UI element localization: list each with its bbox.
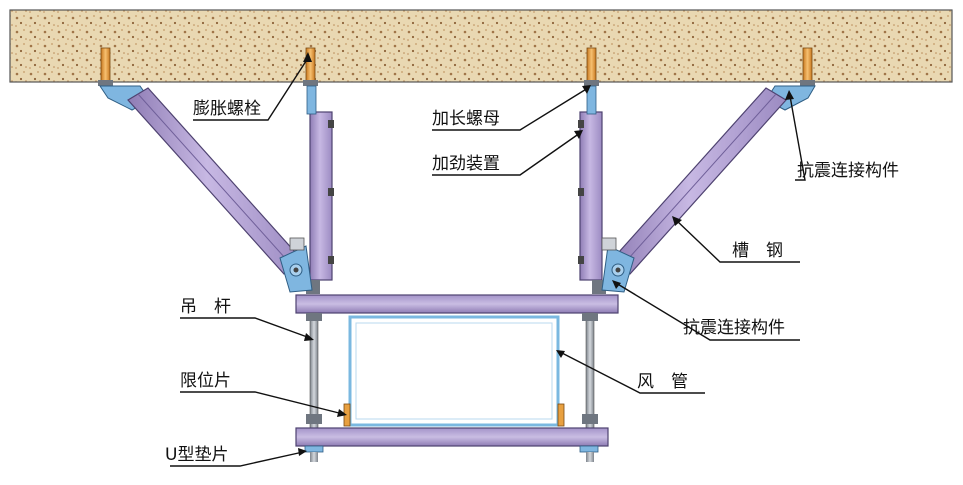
long-nut-right — [586, 85, 597, 115]
lower-crossbeam — [295, 427, 609, 447]
rod-nut — [306, 313, 322, 321]
long-nut-left — [306, 85, 317, 115]
rod-nut — [582, 414, 598, 424]
hanger-rod-left — [309, 312, 319, 432]
label-stiffener: 加劲装置 — [432, 154, 500, 174]
label-hanger-rod: 吊 杆 — [180, 297, 231, 317]
upper-crossbeam — [295, 294, 619, 314]
expansion-bolt-3 — [584, 47, 599, 86]
label-duct: 风 管 — [637, 372, 688, 392]
label-u-washer: U型垫片 — [165, 445, 228, 465]
label-seismic-connector-top: 抗震连接构件 — [797, 161, 899, 181]
rod-end — [310, 452, 318, 462]
diagonal-channel-right — [609, 87, 787, 275]
rod-end — [586, 452, 594, 462]
label-long-nut: 加长螺母 — [432, 109, 500, 129]
limit-plate-right — [557, 403, 565, 427]
vertical-channel-left — [306, 111, 334, 294]
label-expansion-bolt: 膨胀螺栓 — [193, 99, 261, 119]
vertical-channel-right — [578, 111, 606, 294]
rod-nut — [582, 313, 598, 321]
rod-nut — [306, 414, 322, 424]
leader-lines — [170, 52, 806, 467]
expansion-bolt-4 — [800, 47, 815, 86]
lower-connector-right — [601, 237, 635, 293]
expansion-bolt-1 — [98, 47, 113, 86]
label-channel-steel: 槽 钢 — [732, 241, 783, 261]
hanger-rod-right — [585, 312, 595, 432]
air-duct — [348, 315, 560, 427]
u-washer-right — [579, 445, 599, 453]
u-washer-left — [304, 445, 324, 453]
label-seismic-connector-mid: 抗震连接构件 — [683, 318, 785, 338]
lower-connector-left — [279, 237, 313, 293]
expansion-bolt-2 — [303, 47, 318, 86]
label-limit-plate: 限位片 — [180, 371, 231, 391]
concrete-slab — [9, 9, 953, 83]
